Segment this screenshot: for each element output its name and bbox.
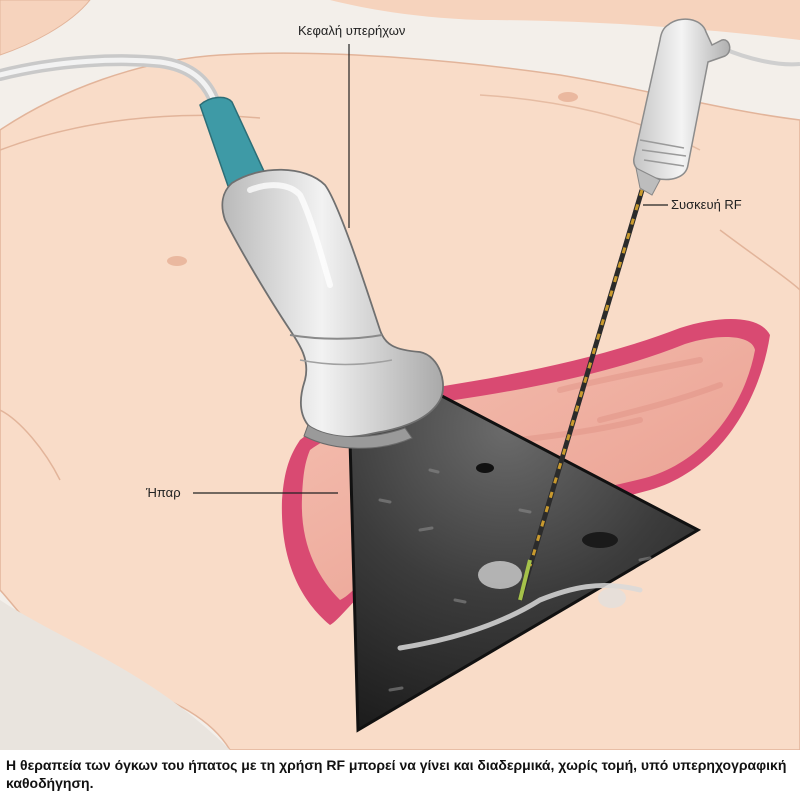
rf-device-collar bbox=[635, 167, 661, 196]
probe-seam-lower bbox=[299, 359, 393, 366]
rf-device-grip-lines bbox=[639, 139, 687, 167]
liver-label: Ήπαρ bbox=[146, 485, 181, 500]
rf-needle-markings bbox=[528, 189, 644, 567]
rf-needle-tip bbox=[518, 559, 532, 601]
shoulder-top bbox=[330, 0, 800, 40]
ultrasound-speckle bbox=[378, 468, 652, 692]
ultrasound-bright-spot bbox=[598, 588, 626, 608]
figure-caption: Η θεραπεία των όγκων του ήπατος με τη χρ… bbox=[6, 757, 787, 791]
probe-cable-highlight bbox=[0, 57, 216, 101]
ultrasound-vessel-2 bbox=[582, 532, 618, 548]
probe-face bbox=[303, 424, 413, 449]
nipple-right bbox=[558, 92, 578, 102]
nipple-left bbox=[167, 256, 187, 266]
rf-device-cable bbox=[721, 46, 800, 67]
liver-rf-illustration bbox=[0, 0, 800, 750]
body-contour-right bbox=[719, 229, 800, 291]
probe-label: Κεφαλή υπερήχων bbox=[298, 23, 406, 38]
rf-device-handle bbox=[633, 18, 731, 181]
probe-highlight bbox=[247, 182, 333, 288]
probe-seam bbox=[289, 334, 383, 340]
ultrasound-vessel bbox=[476, 463, 494, 473]
liver-mottling bbox=[517, 357, 723, 443]
arm-crease bbox=[0, 409, 61, 481]
ultrasound-diaphragm-echo bbox=[397, 583, 643, 651]
ultrasound-probe-body bbox=[221, 168, 444, 438]
neck-area bbox=[0, 0, 91, 56]
ultrasound-tumor-echo bbox=[478, 561, 522, 589]
rf-device-label: Συσκευή RF bbox=[671, 197, 742, 212]
table-surface bbox=[0, 600, 230, 750]
